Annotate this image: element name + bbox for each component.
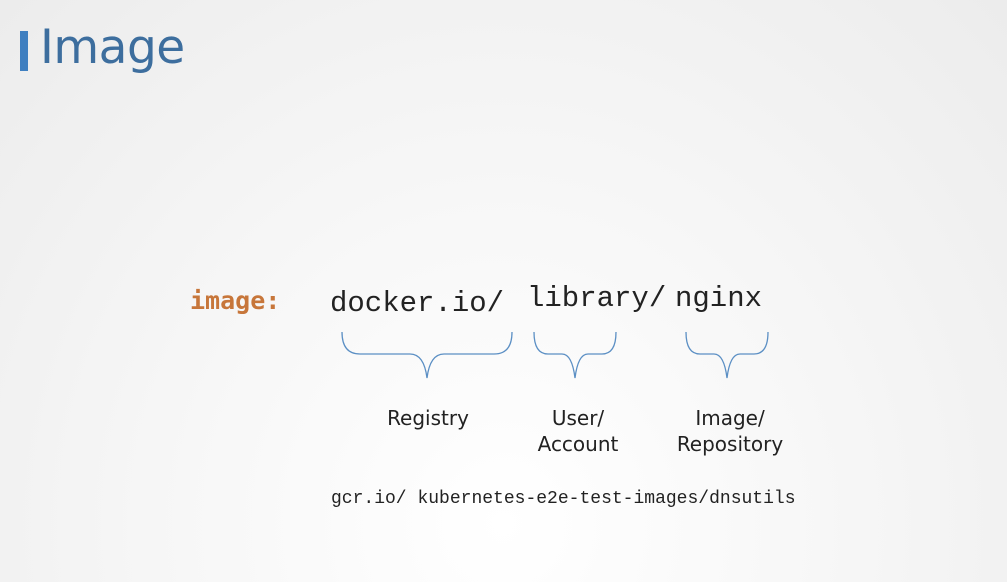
repo-part: nginx — [675, 282, 763, 315]
repo-label: Image/ Repository — [660, 405, 800, 457]
slide-title: Image — [40, 20, 185, 75]
user-label: User/ Account — [518, 405, 638, 457]
registry-brace — [341, 331, 513, 379]
example-registry: gcr.io/ — [331, 489, 407, 509]
registry-part: docker.io/ — [330, 287, 505, 320]
example-image: gcr.io/ kubernetes-e2e-test-images/dnsut… — [331, 489, 796, 509]
user-brace — [533, 331, 617, 379]
repo-brace — [685, 331, 769, 379]
example-path: kubernetes-e2e-test-images/dnsutils — [417, 489, 796, 509]
repo-label-line2: Repository — [676, 432, 784, 456]
title-accent-bar — [20, 31, 28, 71]
registry-label: Registry — [387, 406, 469, 430]
repo-label-line1: Image/ — [695, 406, 765, 430]
user-label-line1: User/ — [551, 406, 605, 430]
image-key: image: — [190, 286, 281, 315]
user-label-line2: Account — [537, 432, 619, 456]
user-part: library/ — [527, 282, 667, 315]
